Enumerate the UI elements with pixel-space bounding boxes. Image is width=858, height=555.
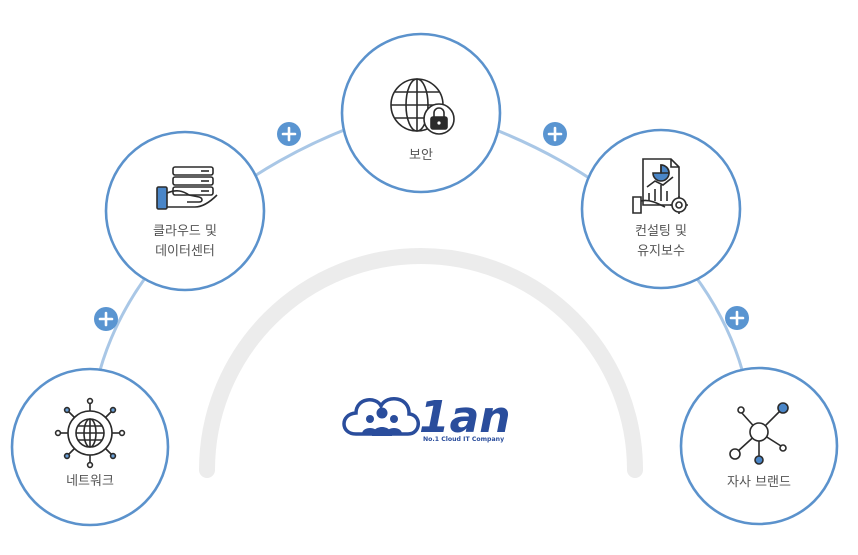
node-security[interactable]: 보안	[340, 32, 502, 194]
plus-badge	[725, 306, 749, 330]
node-label: 보안	[409, 148, 433, 163]
brand-tagline: No.1 Cloud IT Company	[423, 436, 504, 443]
node-consulting[interactable]: 컨설팅 및 유지보수	[580, 128, 742, 290]
brand-name: 1an	[419, 392, 511, 443]
node-label: 자사 브랜드	[727, 475, 791, 490]
plus-badge	[543, 122, 567, 146]
background-arc	[199, 248, 643, 478]
node-own-brand[interactable]: 자사 브랜드	[679, 366, 839, 526]
globe-lock-icon	[390, 78, 455, 135]
globe-network-icon	[54, 397, 126, 469]
report-gear-icon	[632, 158, 688, 214]
node-network-icon	[729, 402, 789, 465]
brand-logo: 1an No.1 Cloud IT Company	[342, 392, 511, 443]
node-label: 유지보수	[637, 244, 685, 259]
plus-badge	[277, 122, 301, 146]
node-cloud-datacenter[interactable]: 클라우드 및 데이터센터	[104, 130, 266, 292]
node-label: 클라우드 및	[153, 224, 217, 239]
server-hand-icon	[156, 166, 218, 210]
node-label: 네트워크	[66, 474, 114, 489]
cloud-people-icon	[342, 397, 420, 436]
node-label: 컨설팅 및	[635, 224, 687, 239]
node-label: 데이터센터	[155, 244, 215, 259]
node-network[interactable]: 네트워크	[10, 367, 170, 527]
plus-badge	[94, 307, 118, 331]
